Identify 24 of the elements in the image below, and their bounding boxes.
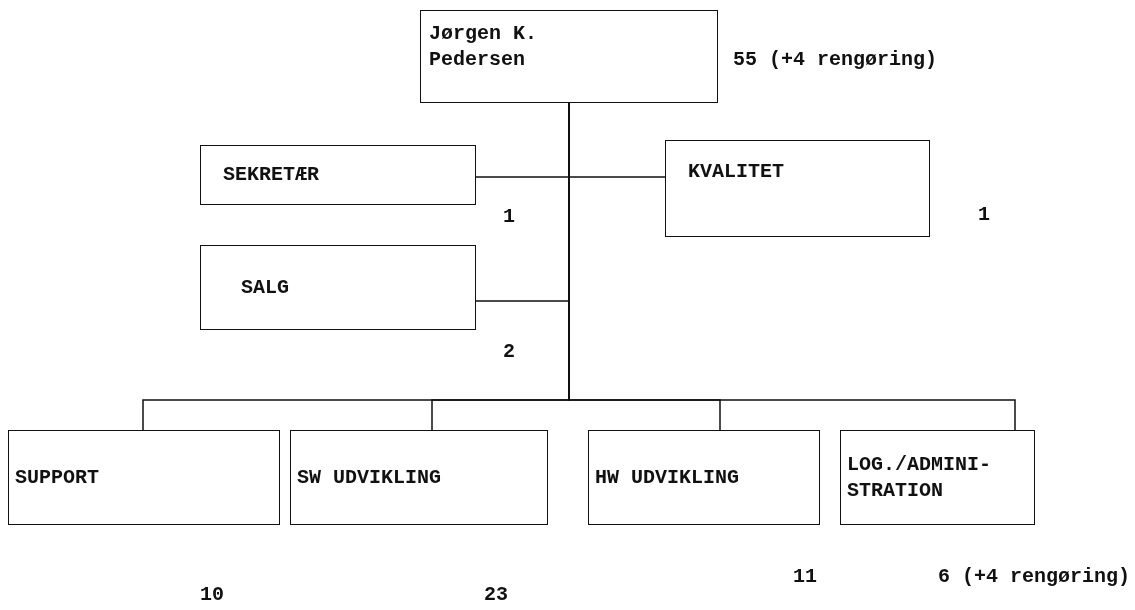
staff-count: 23 — [484, 583, 508, 607]
unit-name: SUPPORT — [15, 464, 99, 491]
unit-name: KVALITET — [688, 159, 784, 185]
unit-name: HW UDVIKLING — [595, 464, 740, 491]
unit-name: Jørgen K. Pedersen — [429, 21, 539, 73]
staff-count: 10 — [200, 583, 224, 607]
unit-name: LOG./ADMINI- STRATION — [847, 451, 993, 504]
staff-count: 11 — [793, 565, 817, 589]
staff-count: 1 — [978, 203, 990, 227]
staff-count: 55 (+4 rengøring) — [733, 48, 938, 72]
org-unit-box — [588, 430, 820, 525]
org-unit-box — [200, 245, 476, 330]
unit-name: SALG — [241, 274, 289, 301]
org-unit-box — [665, 140, 930, 237]
staff-count: 2 — [503, 340, 515, 364]
org-unit-box — [290, 430, 548, 525]
org-unit-box — [420, 10, 718, 103]
unit-name: SW UDVIKLING — [297, 464, 442, 491]
org-unit-box — [840, 430, 1035, 525]
org-unit-box — [8, 430, 280, 525]
staff-count: 6 (+4 rengøring) — [936, 565, 1130, 589]
staff-count: 1 — [503, 205, 515, 229]
unit-name: SEKRETÆR — [223, 162, 319, 188]
org-unit-box — [200, 145, 476, 205]
